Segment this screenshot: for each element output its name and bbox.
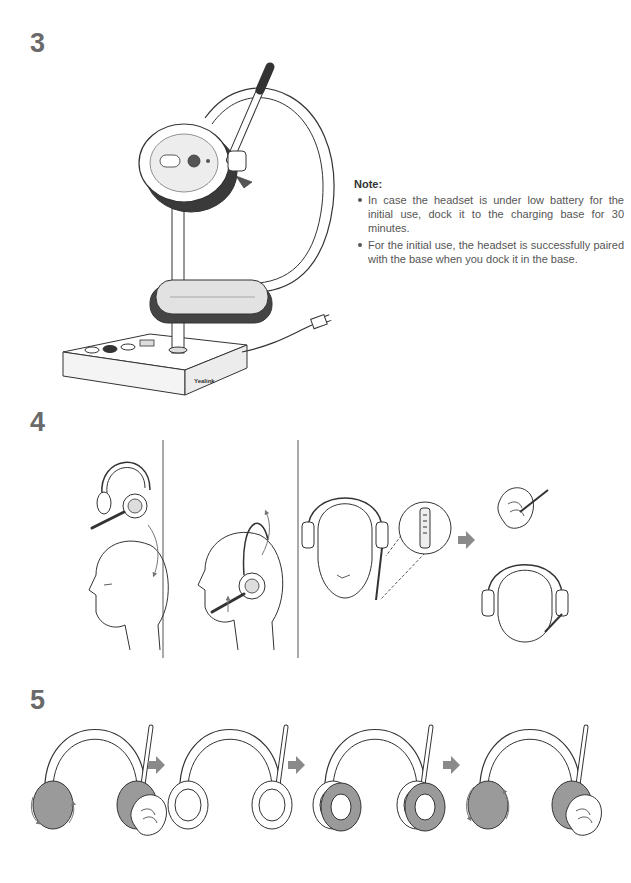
bullet-dot bbox=[358, 198, 362, 202]
step-number: 3 bbox=[30, 26, 45, 60]
wearing-step-2 bbox=[198, 512, 283, 650]
wearing-step-1 bbox=[89, 462, 168, 650]
note-bullet: For the initial use, the headset is succ… bbox=[368, 238, 624, 266]
headset-on-stand bbox=[139, 67, 334, 323]
charging-base bbox=[63, 334, 247, 395]
panel-dividers bbox=[163, 440, 298, 658]
cushion-step-1 bbox=[31, 727, 166, 835]
step-number: 5 bbox=[30, 683, 45, 717]
cushion-step-3 bbox=[313, 727, 445, 831]
cushion-step-2 bbox=[168, 727, 292, 829]
wearing-step-3 bbox=[302, 488, 568, 642]
brand-logo: Yealink bbox=[194, 377, 215, 385]
cushion-step-4 bbox=[467, 727, 602, 835]
note-heading: Note: bbox=[354, 177, 382, 191]
bullet-dot bbox=[358, 243, 362, 247]
note-bullet: In case the headset is under low battery… bbox=[368, 193, 624, 235]
step-number: 4 bbox=[30, 405, 45, 439]
